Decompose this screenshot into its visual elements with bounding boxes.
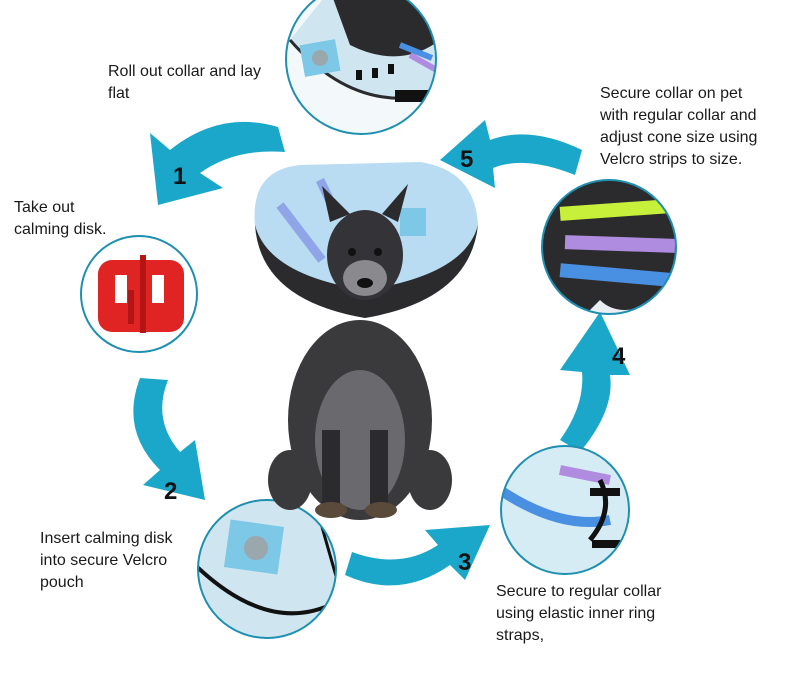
step-4-image-elastic-straps [500, 445, 630, 575]
step-5-text: Secure collar on pet with regular collar… [600, 85, 758, 168]
step-4-text: Secure to regular collar using elastic i… [496, 583, 662, 644]
step-5-number: 5 [460, 146, 474, 173]
dog-with-cone-collar [254, 162, 478, 520]
arrow-to-step-1 [150, 121, 285, 205]
step-2-image-calming-disk [80, 235, 198, 353]
step-2-number: 2 [164, 478, 178, 505]
step-5-image-velcro-strips [541, 179, 677, 315]
step-1-text: Roll out collar and lay flat [108, 63, 261, 102]
arrow-to-step-3 [345, 525, 490, 586]
step-2-text: Take out calming disk. [14, 199, 107, 238]
arrow-to-step-5 [440, 120, 582, 188]
step-4-number: 4 [612, 343, 626, 370]
arrow-to-step-4 [560, 312, 630, 452]
step-3-number: 3 [458, 549, 472, 576]
step-1-number: 1 [173, 163, 187, 190]
step-1-image-collar-flat [285, 0, 437, 135]
step-3-text: Insert calming disk into secure Velcro p… [40, 530, 173, 591]
step-3-image-velcro-pouch [197, 499, 337, 639]
arrow-to-step-2 [133, 378, 205, 500]
